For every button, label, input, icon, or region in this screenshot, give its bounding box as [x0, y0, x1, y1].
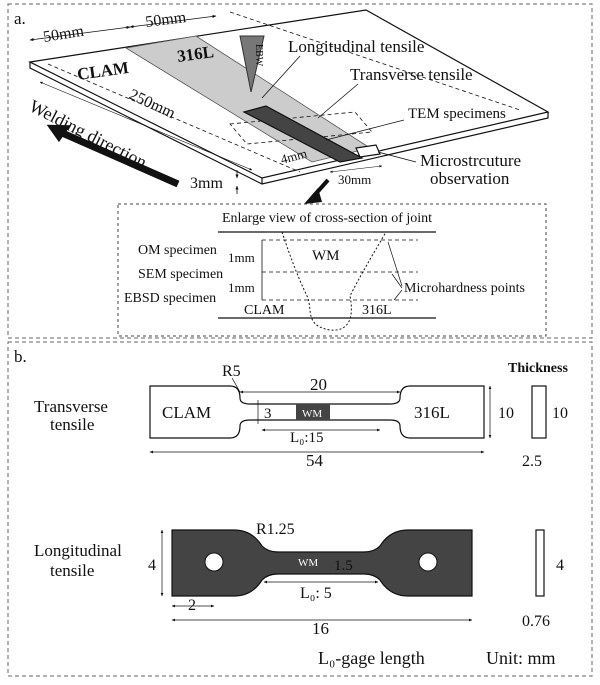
welding-direction-arrow: [58, 128, 180, 188]
dim-4mm: 4mm: [279, 145, 309, 166]
longitudinal-2: 2: [188, 597, 196, 614]
callout-transverse-leader: [317, 83, 359, 119]
transverse-316l: 316L: [414, 403, 450, 422]
thickness-label: Thickness: [508, 361, 568, 376]
inset-om: OM specimen: [138, 243, 217, 258]
dim-50mm-left: 50mm: [42, 23, 86, 46]
panel-b-frame: [7, 341, 593, 677]
longitudinal-wm: WM: [298, 557, 318, 569]
transverse-t10: 10: [552, 405, 568, 422]
longitudinal-specimen-b: [171, 529, 473, 597]
callout-longitudinal: Longitudinal tensile: [288, 37, 424, 56]
callout-tem-leader: [325, 119, 405, 141]
dim-50mm-right: 50mm: [144, 9, 187, 31]
dim-30mm: 30mm: [338, 172, 371, 187]
welding-direction-arrowhead: [46, 124, 71, 143]
longitudinal-t076: 0.76: [522, 613, 550, 630]
transverse-clam: CLAM: [162, 403, 211, 422]
inset-title: Enlarge view of cross-section of joint: [222, 211, 432, 226]
footer-unit: Unit: mm: [486, 648, 556, 668]
dim-30mm-line: [329, 165, 383, 173]
transverse-wm-zone: [296, 404, 330, 420]
inset-pointer-arrowhead: [304, 188, 322, 204]
transverse-wm: WM: [302, 408, 322, 420]
longitudinal-gage: L₀: 5: [300, 585, 332, 602]
cross-section-inset: Enlarge view of cross-section of joint O…: [117, 203, 547, 337]
transverse-name-1: Transverse: [34, 397, 108, 416]
longitudinal-thickness-view: [535, 529, 545, 597]
inset-316l: 316L: [362, 303, 392, 318]
transverse-gage: L₀:15: [290, 430, 324, 446]
inset-1mm-b: 1mm: [228, 280, 255, 295]
ebw-label: EBW: [253, 44, 264, 67]
longitudinal-r125: R1.25: [256, 521, 295, 538]
callout-micro-leader: [377, 151, 417, 163]
inset-1mm-a: 1mm: [228, 250, 255, 265]
longitudinal-hole-right: [418, 552, 438, 572]
transverse-3: 3: [264, 406, 272, 422]
callout-micro-1: Microstrcuture: [420, 151, 521, 170]
inset-sem: SEM specimen: [138, 267, 223, 282]
ebw-beam-icon: [239, 35, 265, 93]
panel-a-frame: [7, 3, 593, 339]
transverse-t25: 2.5: [522, 453, 542, 470]
dim-3mm: 3mm: [190, 175, 223, 192]
material-316l: 316L: [176, 42, 215, 66]
transverse-10: 10: [498, 405, 514, 422]
inset-clam: CLAM: [244, 303, 285, 318]
callout-micro-2: observation: [430, 169, 510, 188]
transverse-thickness-view: [531, 385, 547, 439]
longitudinal-hole-left: [204, 552, 224, 572]
dim-50mm-right-line: [129, 14, 217, 29]
inset-ebsd: EBSD specimen: [124, 291, 216, 306]
callout-longitudinal-leader: [261, 55, 301, 99]
callout-tem: TEM specimens: [408, 106, 506, 122]
longitudinal-name-2: tensile: [50, 561, 94, 580]
transverse-54: 54: [306, 451, 324, 470]
transverse-name-2: tensile: [50, 415, 94, 434]
longitudinal-15: 1.5: [334, 558, 353, 574]
panel-b-label: b.: [14, 347, 27, 366]
longitudinal-16: 16: [312, 619, 329, 638]
footer-gage: L₀-gage length: [318, 648, 425, 668]
dim-50mm-left-line: [29, 25, 131, 42]
panel-a-label: a.: [14, 9, 26, 28]
longitudinal-t4: 4: [556, 557, 564, 574]
longitudinal-specimen: [242, 105, 364, 163]
callout-transverse: Transverse tensile: [350, 65, 473, 84]
longitudinal-name-1: Longitudinal: [34, 541, 122, 560]
dim-250mm-line: [39, 81, 253, 171]
inset-micro-points: Microhardness points: [404, 281, 525, 296]
transverse-r5: R5: [222, 363, 241, 380]
longitudinal-4: 4: [148, 557, 156, 574]
transverse-20: 20: [310, 375, 327, 394]
inset-wm: WM: [312, 248, 340, 264]
